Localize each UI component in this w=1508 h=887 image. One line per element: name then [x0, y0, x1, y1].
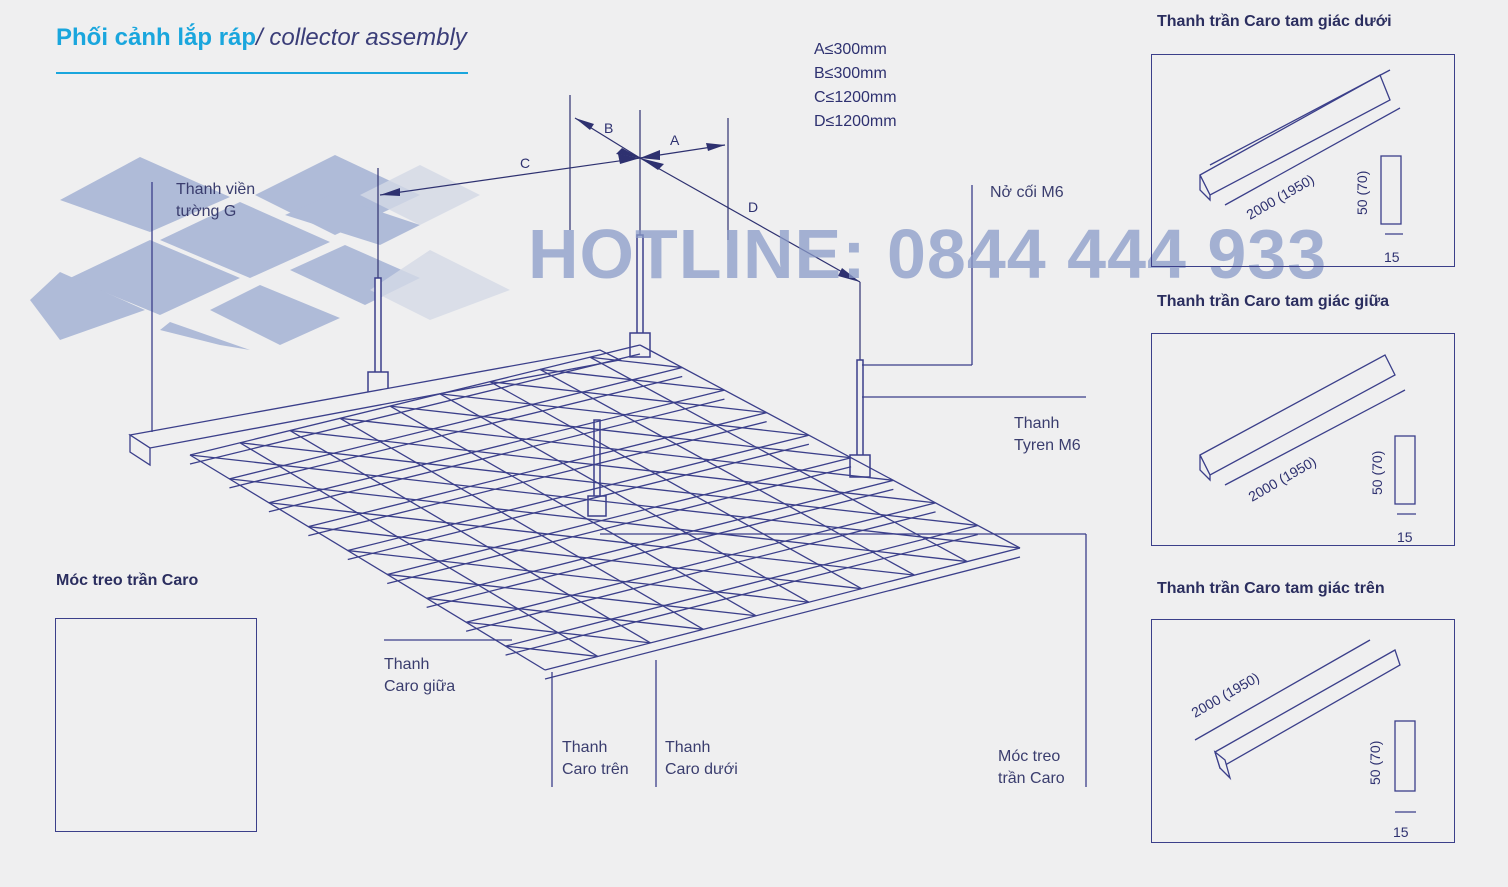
dim-letter-b: B	[604, 120, 613, 136]
spec-a: A≤300mm	[814, 41, 887, 58]
profile-bottom-frame	[1151, 54, 1455, 267]
dim-letter-a: A	[670, 132, 680, 148]
spec-d: D≤1200mm	[814, 113, 897, 130]
dim-letter-c: C	[520, 155, 530, 171]
label-threaded-rod: Thanh Tyren M6	[1014, 415, 1081, 454]
spec-b: B≤300mm	[814, 65, 887, 82]
profile-middle-height: 50 (70)	[1369, 451, 1385, 495]
profile-top-width: 15	[1393, 824, 1409, 840]
profile-bottom-height: 50 (70)	[1354, 171, 1370, 215]
profile-top-drawing	[1194, 639, 1416, 813]
hotline-watermark: HOTLINE: 0844 444 933	[528, 215, 1328, 293]
profile-top-height: 50 (70)	[1367, 741, 1383, 785]
profile-top-frame	[1151, 619, 1455, 843]
label-anchor: Nở cối M6	[990, 184, 1064, 201]
profile-middle-width: 15	[1397, 529, 1413, 545]
title-main: Phối cảnh lắp ráp	[56, 24, 257, 51]
hanger-panel-frame	[55, 618, 257, 832]
profile-middle-title: Thanh trần Caro tam giác giữa	[1157, 293, 1390, 310]
page-title: Phối cảnh lắp ráp/ collector assembly	[56, 24, 467, 52]
profile-middle-drawing	[1199, 354, 1416, 515]
threaded-rods	[367, 234, 871, 517]
profile-top-title: Thanh trần Caro tam giác trên	[1157, 580, 1385, 597]
hanger-panel-title: Móc treo trần Caro	[56, 572, 199, 589]
profile-bottom-title: Thanh trần Caro tam giác dưới	[1157, 13, 1392, 30]
title-underline	[56, 72, 468, 74]
ceiling-panels	[30, 155, 420, 350]
dim-letter-d: D	[748, 199, 758, 215]
title-subtitle: / collector assembly	[256, 24, 467, 51]
label-wall-trim: Thanh viền tường G	[176, 181, 256, 220]
label-top-bar: Thanh Caro trên	[562, 739, 629, 778]
spec-c: C≤1200mm	[814, 89, 897, 106]
label-middle-bar: Thanh Caro giữa	[384, 656, 456, 695]
leader-lines	[151, 182, 1087, 787]
label-hanger-clip: Móc treo trần Caro	[998, 748, 1065, 787]
profile-middle-frame	[1151, 333, 1455, 546]
profile-bottom-drawing	[1199, 69, 1403, 235]
label-bottom-bar: Thanh Caro dưới	[665, 739, 738, 778]
spec-list: A≤300mm B≤300mm C≤1200mm D≤1200mm	[814, 38, 897, 134]
caro-grid	[189, 344, 1021, 680]
profile-bottom-width: 15	[1384, 249, 1400, 265]
